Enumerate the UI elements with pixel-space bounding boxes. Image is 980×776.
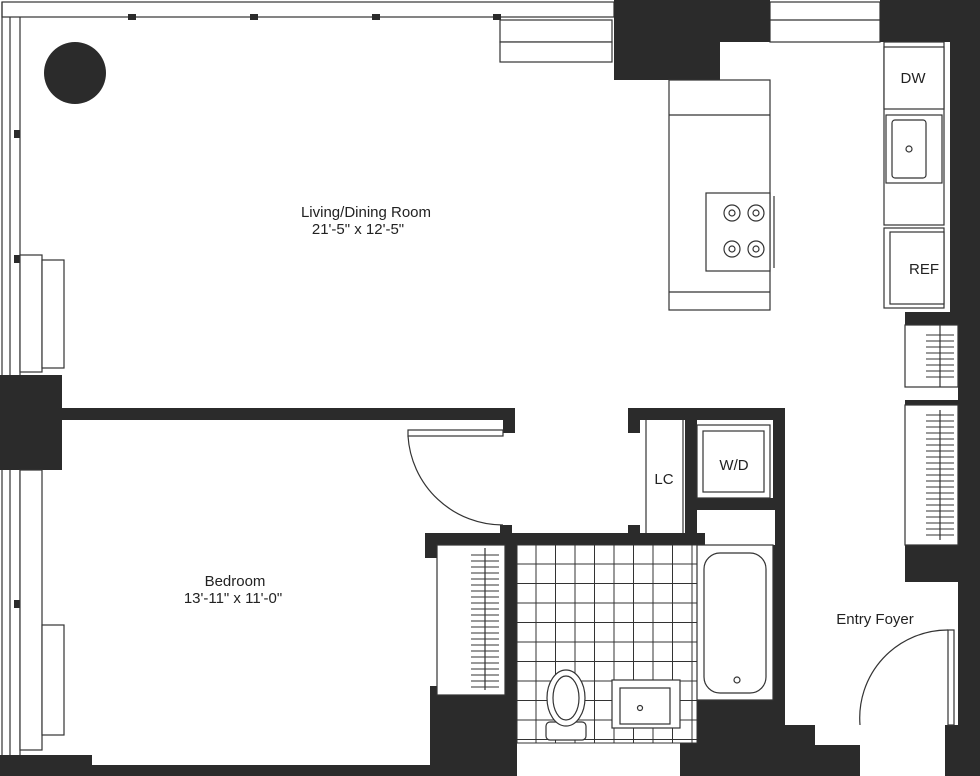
vanity-sink-icon xyxy=(611,679,681,729)
entry-door xyxy=(859,629,955,726)
linen-closet xyxy=(645,420,684,533)
refrigerator-label: REF xyxy=(909,261,939,278)
living-room-label: Living/Dining Room xyxy=(301,204,431,221)
closet-foyer-upper xyxy=(904,324,959,388)
living-room-size: 21'-5" x 12'-5" xyxy=(312,221,404,238)
bedroom-label: Bedroom xyxy=(205,573,266,590)
washer-dryer-label: W/D xyxy=(719,457,748,474)
bedroom-size: 13'-11" x 11'-0" xyxy=(184,590,282,607)
dishwasher-label: DW xyxy=(901,70,927,87)
bathtub-icon xyxy=(696,544,774,701)
window-units xyxy=(19,19,613,751)
closet-hangers xyxy=(471,334,954,688)
column-round xyxy=(44,42,106,104)
entry-foyer-label: Entry Foyer xyxy=(836,611,914,628)
linen-closet-label: LC xyxy=(654,471,673,488)
cooktop-icon xyxy=(705,192,775,272)
sink-icon xyxy=(885,114,943,184)
toilet-icon xyxy=(545,669,587,741)
washer-dryer xyxy=(696,424,771,499)
closet-bedroom xyxy=(436,544,506,696)
bedroom-door xyxy=(407,429,504,526)
kitchen-wall-counter xyxy=(883,41,945,309)
